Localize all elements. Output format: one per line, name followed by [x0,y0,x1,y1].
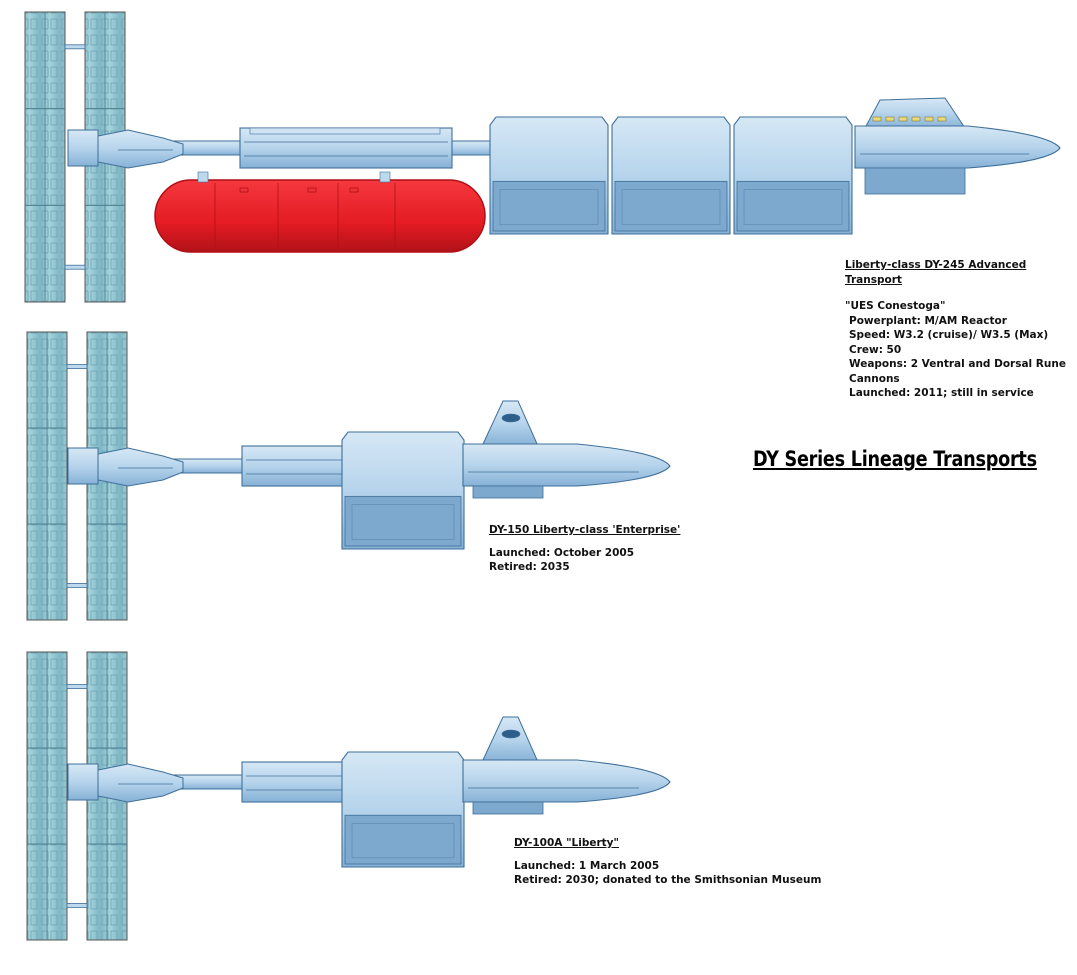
cargo-detail [499,189,599,225]
ship-line: Launched: 1 March 2005 [514,859,660,872]
pod-mount [197,171,209,183]
ship-line: Launched: 2011; still in service [849,387,1034,399]
reactor-hub [67,129,99,167]
ship-line: Powerplant: M/AM Reactor [849,314,1007,327]
panel-strut [66,684,88,689]
deck-window [898,116,908,122]
ship-info-dy245: Liberty-class DY-245 Advanced Transport … [845,258,1077,401]
cargo-lower [736,180,850,232]
reactor-housing [97,763,184,803]
cargo-detail [743,189,843,225]
ship-line: Weapons: 2 Ventral and Dorsal Rune Canno… [849,358,1066,385]
spacer [514,851,821,859]
ship-line: Retired: 2030; donated to the Smithsonia… [514,874,822,886]
page-title: DY Series Lineage Transports [753,447,1037,471]
panel-strut [66,903,88,908]
dorsal-fin [482,716,539,763]
ship-heading: DY-100A "Liberty" [514,837,619,849]
command-deck [864,97,966,129]
cargo-detail [621,189,721,225]
ship-line: "UES Conestoga" [845,300,946,312]
dorsal-fin [482,400,539,447]
bow-hull [462,443,671,487]
reactor-housing [97,447,184,487]
pod-hatch [349,187,359,193]
panel-strut [64,264,86,270]
cargo-lower [614,180,728,232]
pod-mount [379,171,391,183]
cargo-detail [351,822,455,859]
cargo-lower [344,495,462,547]
spacer [845,287,1077,299]
panel-strut [64,44,86,50]
dorsal-ridge [249,127,441,135]
deck-window [911,116,921,122]
ship-dy100a [26,651,671,941]
reactor-hub [67,447,99,485]
ventral-module [472,801,544,815]
pod-hatch [239,187,249,193]
ship-line: Launched: October 2005 [489,546,634,559]
ship-heading: DY-150 Liberty-class 'Enterprise' [489,524,681,536]
deck-window [872,116,882,122]
ship-line: Speed: W3.2 (cruise)/ W3.5 (Max) [849,329,1049,341]
panel-strut [66,364,88,369]
deck-window [937,116,947,122]
ship-dy150 [26,331,671,621]
ship-info-dy150: DY-150 Liberty-class 'Enterprise' Launch… [489,523,680,575]
ventral-module [864,167,966,195]
fin-window [501,413,521,423]
ship-info-dy100a: DY-100A "Liberty" Launched: 1 March 2005… [514,836,821,888]
ventral-module [472,485,544,499]
bow-hull [462,759,671,803]
fin-window [501,729,521,739]
mid-module [241,761,348,803]
cargo-detail [351,504,455,540]
bow-hull [854,125,1061,169]
cargo-lower [344,814,462,865]
mid-module [241,445,348,487]
cargo-lower [492,180,606,232]
ship-line: Crew: 50 [849,343,902,356]
cargo-pod-red [154,179,486,253]
panel-strut [66,583,88,588]
spacer [489,538,680,546]
deck-window [924,116,934,122]
ship-dy245 [24,11,1061,303]
deck-window [885,116,895,122]
ship-line: Retired: 2035 [489,561,570,573]
ship-heading: Liberty-class DY-245 Advanced Transport [845,259,1027,286]
pod-hatch [307,187,317,193]
reactor-hub [67,763,99,801]
reactor-housing [97,129,184,169]
mid-module [239,127,453,169]
